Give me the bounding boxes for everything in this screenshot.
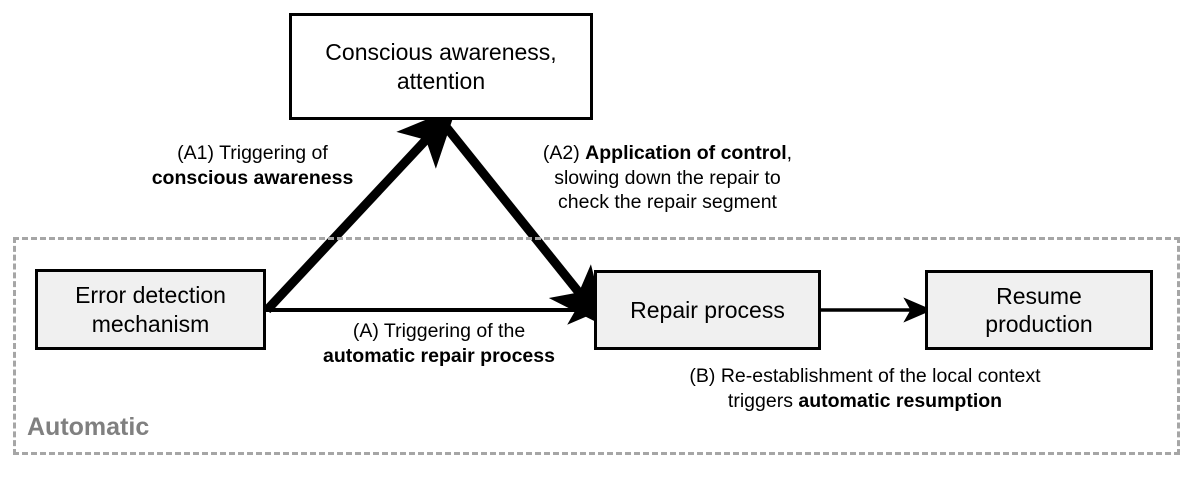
edge-label-b-line2-bold: automatic resumption — [798, 389, 1003, 412]
edge-label-a2-line3: check the repair segment — [558, 191, 777, 214]
node-conscious-awareness-line1: Conscious awareness, — [325, 39, 557, 66]
arrow-a1-triggering-conscious-awareness — [263, 106, 457, 314]
node-conscious-awareness[interactable]: Conscious awareness, attention — [289, 13, 593, 120]
automatic-region-boundary — [13, 237, 1180, 455]
edge-label-a1-line2: conscious awareness — [151, 166, 354, 189]
edge-label-a2-line1-suffix: , — [786, 142, 793, 164]
edge-label-a2: (A2) Application of control, slowing dow… — [525, 141, 810, 215]
node-resume-production-line1: Resume — [996, 282, 1082, 309]
edge-label-a-line1: (A) Triggering of the — [352, 320, 526, 342]
edge-label-b: (B) Re-establishment of the local contex… — [665, 364, 1065, 413]
arrow-a2-application-of-control — [443, 125, 608, 328]
node-repair-process-line1: Repair process — [630, 296, 785, 323]
edge-label-b-line1: (B) Re-establishment of the local contex… — [689, 365, 1041, 387]
automatic-region-label: Automatic — [27, 413, 150, 441]
edge-label-a2-line1-bold: Application of control — [585, 142, 787, 164]
node-resume-production[interactable]: Resume production — [925, 270, 1153, 350]
node-repair-process[interactable]: Repair process — [594, 270, 821, 350]
edge-label-a1: (A1) Triggering of conscious awareness — [140, 141, 365, 190]
edge-label-a1-line1: (A1) Triggering of — [177, 142, 328, 164]
edge-label-a-line2: automatic repair process — [323, 344, 555, 367]
edge-label-a2-line2: slowing down the repair to — [554, 166, 781, 189]
edge-label-b-line2-prefix: triggers — [727, 389, 799, 412]
node-conscious-awareness-line2: attention — [396, 67, 486, 94]
node-error-detection-mechanism[interactable]: Error detection mechanism — [35, 269, 266, 350]
node-error-detection-line1: Error detection — [75, 282, 226, 309]
edge-label-a2-line1-prefix: (A2) — [542, 142, 586, 164]
node-error-detection-line2: mechanism — [91, 310, 210, 337]
edge-label-a: (A) Triggering of the automatic repair p… — [299, 319, 579, 368]
node-resume-production-line2: production — [985, 311, 1093, 337]
